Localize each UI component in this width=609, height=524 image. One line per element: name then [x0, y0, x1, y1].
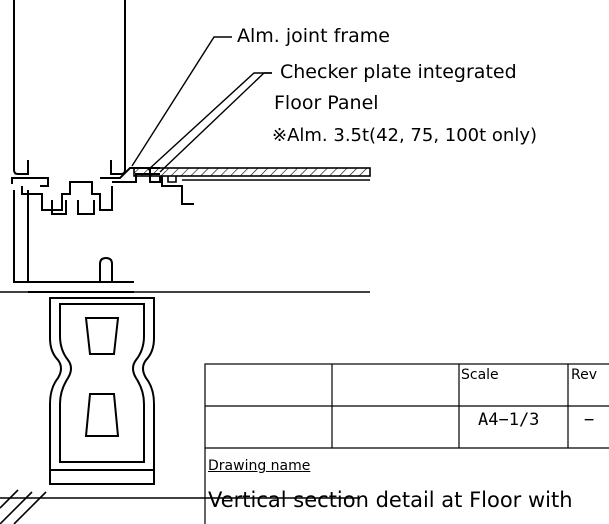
floor-panel — [133, 167, 371, 205]
floor-panel-note: ※Alm. 3.5t(42, 75, 100t only) — [272, 125, 538, 146]
title-block — [204, 363, 609, 524]
floor-panel-label-line2: Floor Panel — [274, 92, 379, 114]
ground-hatch — [0, 489, 360, 524]
floor-panel-label-line1: Checker plate integrated — [280, 61, 517, 83]
leader-lines — [131, 36, 272, 173]
revision-label: Rev — [571, 367, 597, 383]
joint-frame-label: Alm. joint frame — [237, 25, 390, 47]
support-block — [49, 297, 155, 485]
drawing-name-label: Drawing name — [208, 458, 311, 474]
wall-column — [13, 0, 126, 175]
drawing-name-value: Vertical section detail at Floor with — [208, 488, 573, 512]
scale-label: Scale — [461, 367, 499, 383]
scale-value: A4−1/3 — [478, 410, 540, 430]
joint-frame — [11, 167, 160, 293]
revision-value: − — [584, 410, 595, 430]
